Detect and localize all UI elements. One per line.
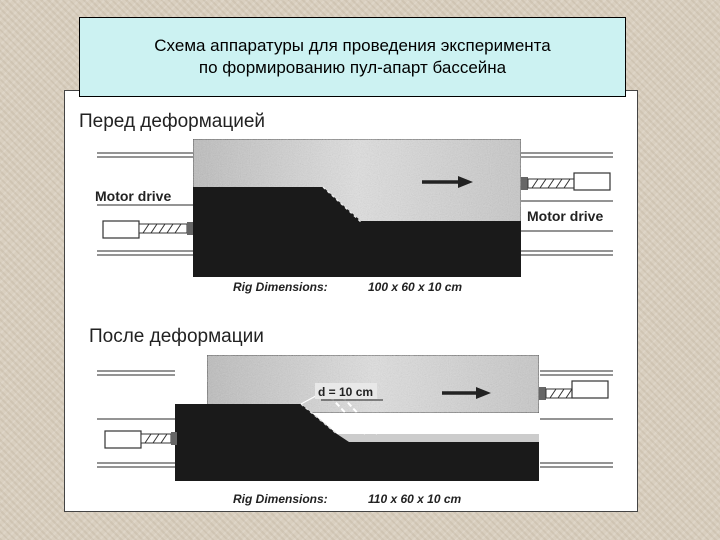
before-sandbox <box>192 138 522 278</box>
after-displacement-marker <box>315 383 383 401</box>
before-right-motor <box>521 172 611 191</box>
after-move-arrow <box>442 387 491 399</box>
slide-title-line1: Схема аппаратуры для проведения эксперим… <box>154 36 551 55</box>
apparatus-diagram: Перед деформацией Motor drive <box>79 111 613 506</box>
after-right-motor <box>539 380 609 400</box>
after-sandbox <box>175 354 540 481</box>
before-dims-label: Rig Dimensions: <box>233 280 328 294</box>
before-motor-right-label: Motor drive <box>527 208 603 224</box>
after-rails <box>97 370 613 468</box>
before-left-motor <box>102 220 193 239</box>
after-displacement-label: d = 10 cm <box>318 385 373 399</box>
before-move-arrow <box>422 176 473 188</box>
after-heading: После деформации <box>89 326 264 347</box>
before-motor-left-label: Motor drive <box>95 188 171 204</box>
apparatus-figure: Перед деформацией Motor drive <box>64 90 638 512</box>
after-dims-value: 110 x 60 x 10 cm <box>368 492 462 506</box>
after-dims-label: Rig Dimensions: <box>233 492 328 506</box>
slide-title-box: Схема аппаратуры для проведения эксперим… <box>79 17 626 97</box>
slide-title-line2: по формированию пул-апарт бассейна <box>198 58 507 77</box>
before-rails <box>97 152 613 256</box>
after-left-motor <box>104 430 177 449</box>
before-heading: Перед деформацией <box>79 111 265 132</box>
before-dims-value: 100 x 60 x 10 cm <box>368 280 462 294</box>
